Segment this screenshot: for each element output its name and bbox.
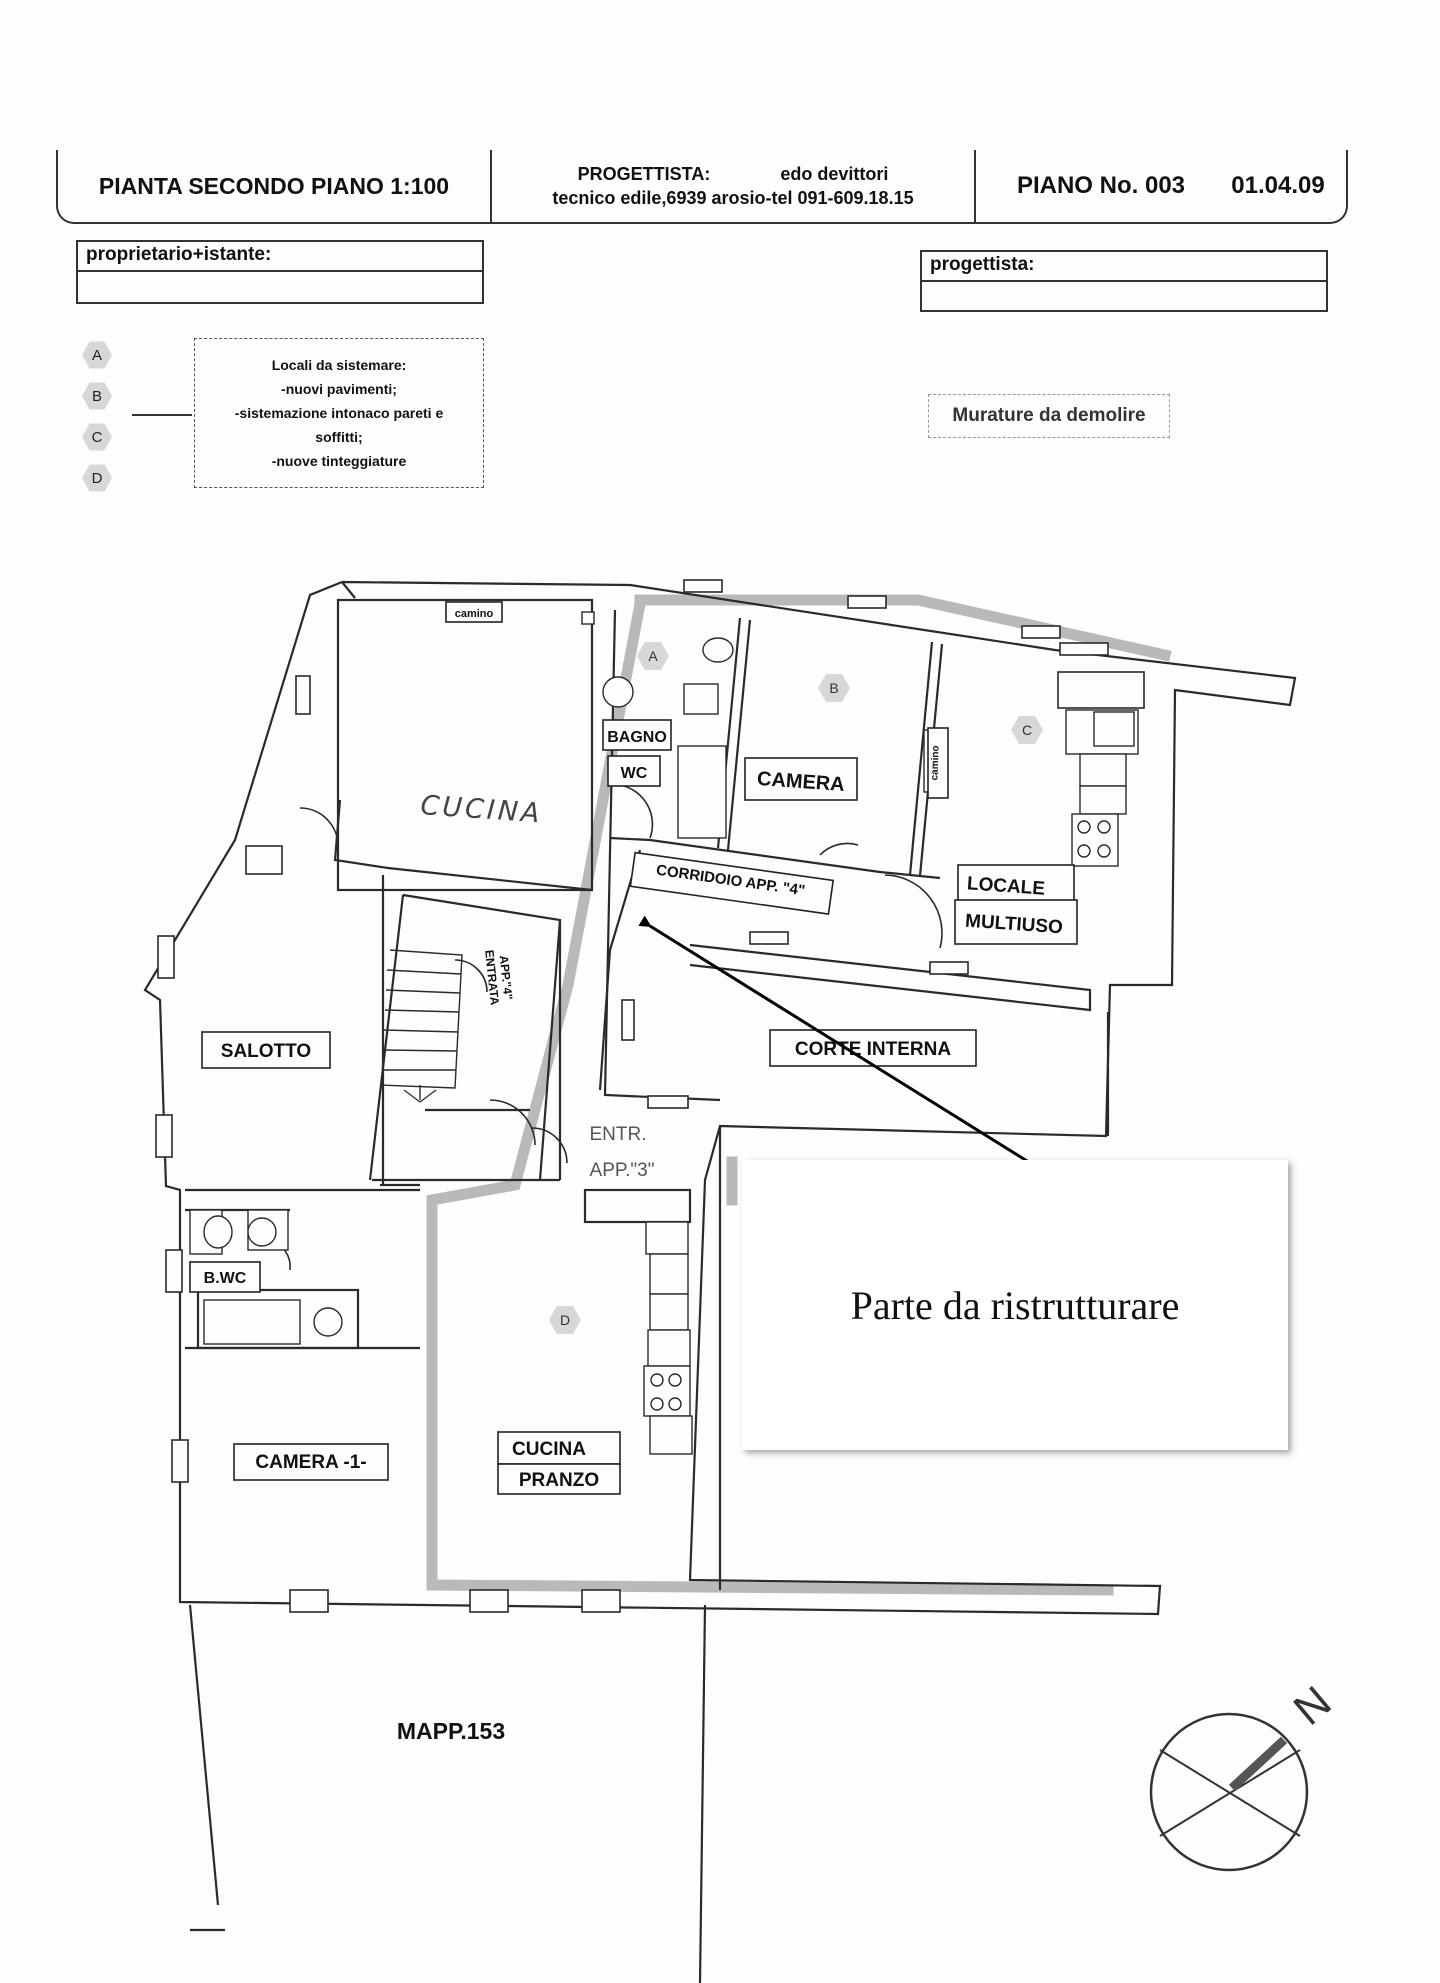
plan-number: PIANO No. 003 [1016, 172, 1186, 199]
legend-line: soffitti; [315, 429, 363, 445]
label-cucina2: CUCINA [512, 1439, 586, 1460]
label-mapp: MAPP.153 [397, 1718, 505, 1744]
label-entr3-1: ENTR. [590, 1124, 647, 1145]
designer-field-label: progettista: [930, 254, 1035, 275]
legend-line: -nuove tinteggiature [271, 453, 407, 469]
svg-text:C: C [1022, 722, 1032, 738]
label-entr3-2: APP."3" [590, 1160, 655, 1181]
label-entrata-1: ENTRATA [482, 949, 502, 1006]
legend-marker-a: A [82, 341, 112, 369]
label-wc: WC [621, 765, 648, 782]
door-swings [269, 784, 943, 1271]
label-cucina-hand: CUCINA [420, 790, 544, 829]
legend-marker-d: D [82, 464, 112, 492]
room-marker-c: C [1011, 716, 1043, 744]
legend-line: -sistemazione intonaco pareti e [234, 405, 444, 421]
svg-text:D: D [560, 1312, 570, 1328]
room-label-boxes [189, 601, 1078, 1495]
title-block: PIANTA SECONDO PIANO 1:100 PROGETTISTA: e… [56, 150, 1348, 224]
designer-label: PROGETTISTA: [577, 164, 711, 184]
legend-marker-b: B [82, 382, 112, 410]
owner-field-label: proprietario+istante: [86, 244, 272, 265]
designer-field: progettista: [920, 250, 1328, 312]
room-marker-d: D [549, 1306, 581, 1334]
owner-field: proprietario+istante: [76, 240, 484, 304]
label-pranzo: PRANZO [519, 1470, 599, 1491]
designer-name: edo devittori [780, 164, 889, 184]
designer-block: PROGETTISTA: edo devittori tecnico edile,… [492, 150, 974, 222]
label-camino-top: camino [455, 608, 494, 620]
window-marks [155, 579, 1145, 1613]
north-letter: N [1285, 1677, 1341, 1735]
room-marker-a: A [637, 642, 669, 670]
note-box: Parte da ristrutturare [742, 1160, 1288, 1450]
legend-connector [132, 414, 192, 416]
legend-marker-c: C [82, 423, 112, 451]
svg-text:B: B [829, 680, 838, 696]
label-camera1: CAMERA -1- [255, 1452, 366, 1473]
note-text: Parte da ristrutturare [850, 1282, 1180, 1328]
label-camino-side: camino [929, 745, 941, 780]
designer-details: tecnico edile,6939 arosio-tel 091-609.18… [552, 188, 914, 208]
label-corte: CORTE INTERNA [795, 1039, 952, 1060]
legend-box: Locali da sistemare: -nuovi pavimenti; -… [194, 338, 484, 488]
stair [379, 949, 463, 1103]
legend-line: -nuovi pavimenti; [281, 381, 397, 397]
north-arrow: N [1149, 1677, 1341, 1872]
fixtures [189, 611, 1139, 1455]
legend-line: Locali da sistemare: [271, 357, 407, 373]
murature-label: Murature da demolire [928, 394, 1170, 438]
plan-date: 01.04.09 [1231, 172, 1325, 199]
room-marker-b: B [818, 674, 850, 702]
label-entrata-2: APP."4" [497, 955, 516, 1001]
plan-title: PIANTA SECONDO PIANO 1:100 [98, 172, 450, 199]
label-salotto: SALOTTO [221, 1041, 311, 1062]
label-bagno: BAGNO [607, 729, 667, 746]
label-bwc: B.WC [204, 1270, 247, 1287]
svg-text:A: A [648, 648, 658, 664]
